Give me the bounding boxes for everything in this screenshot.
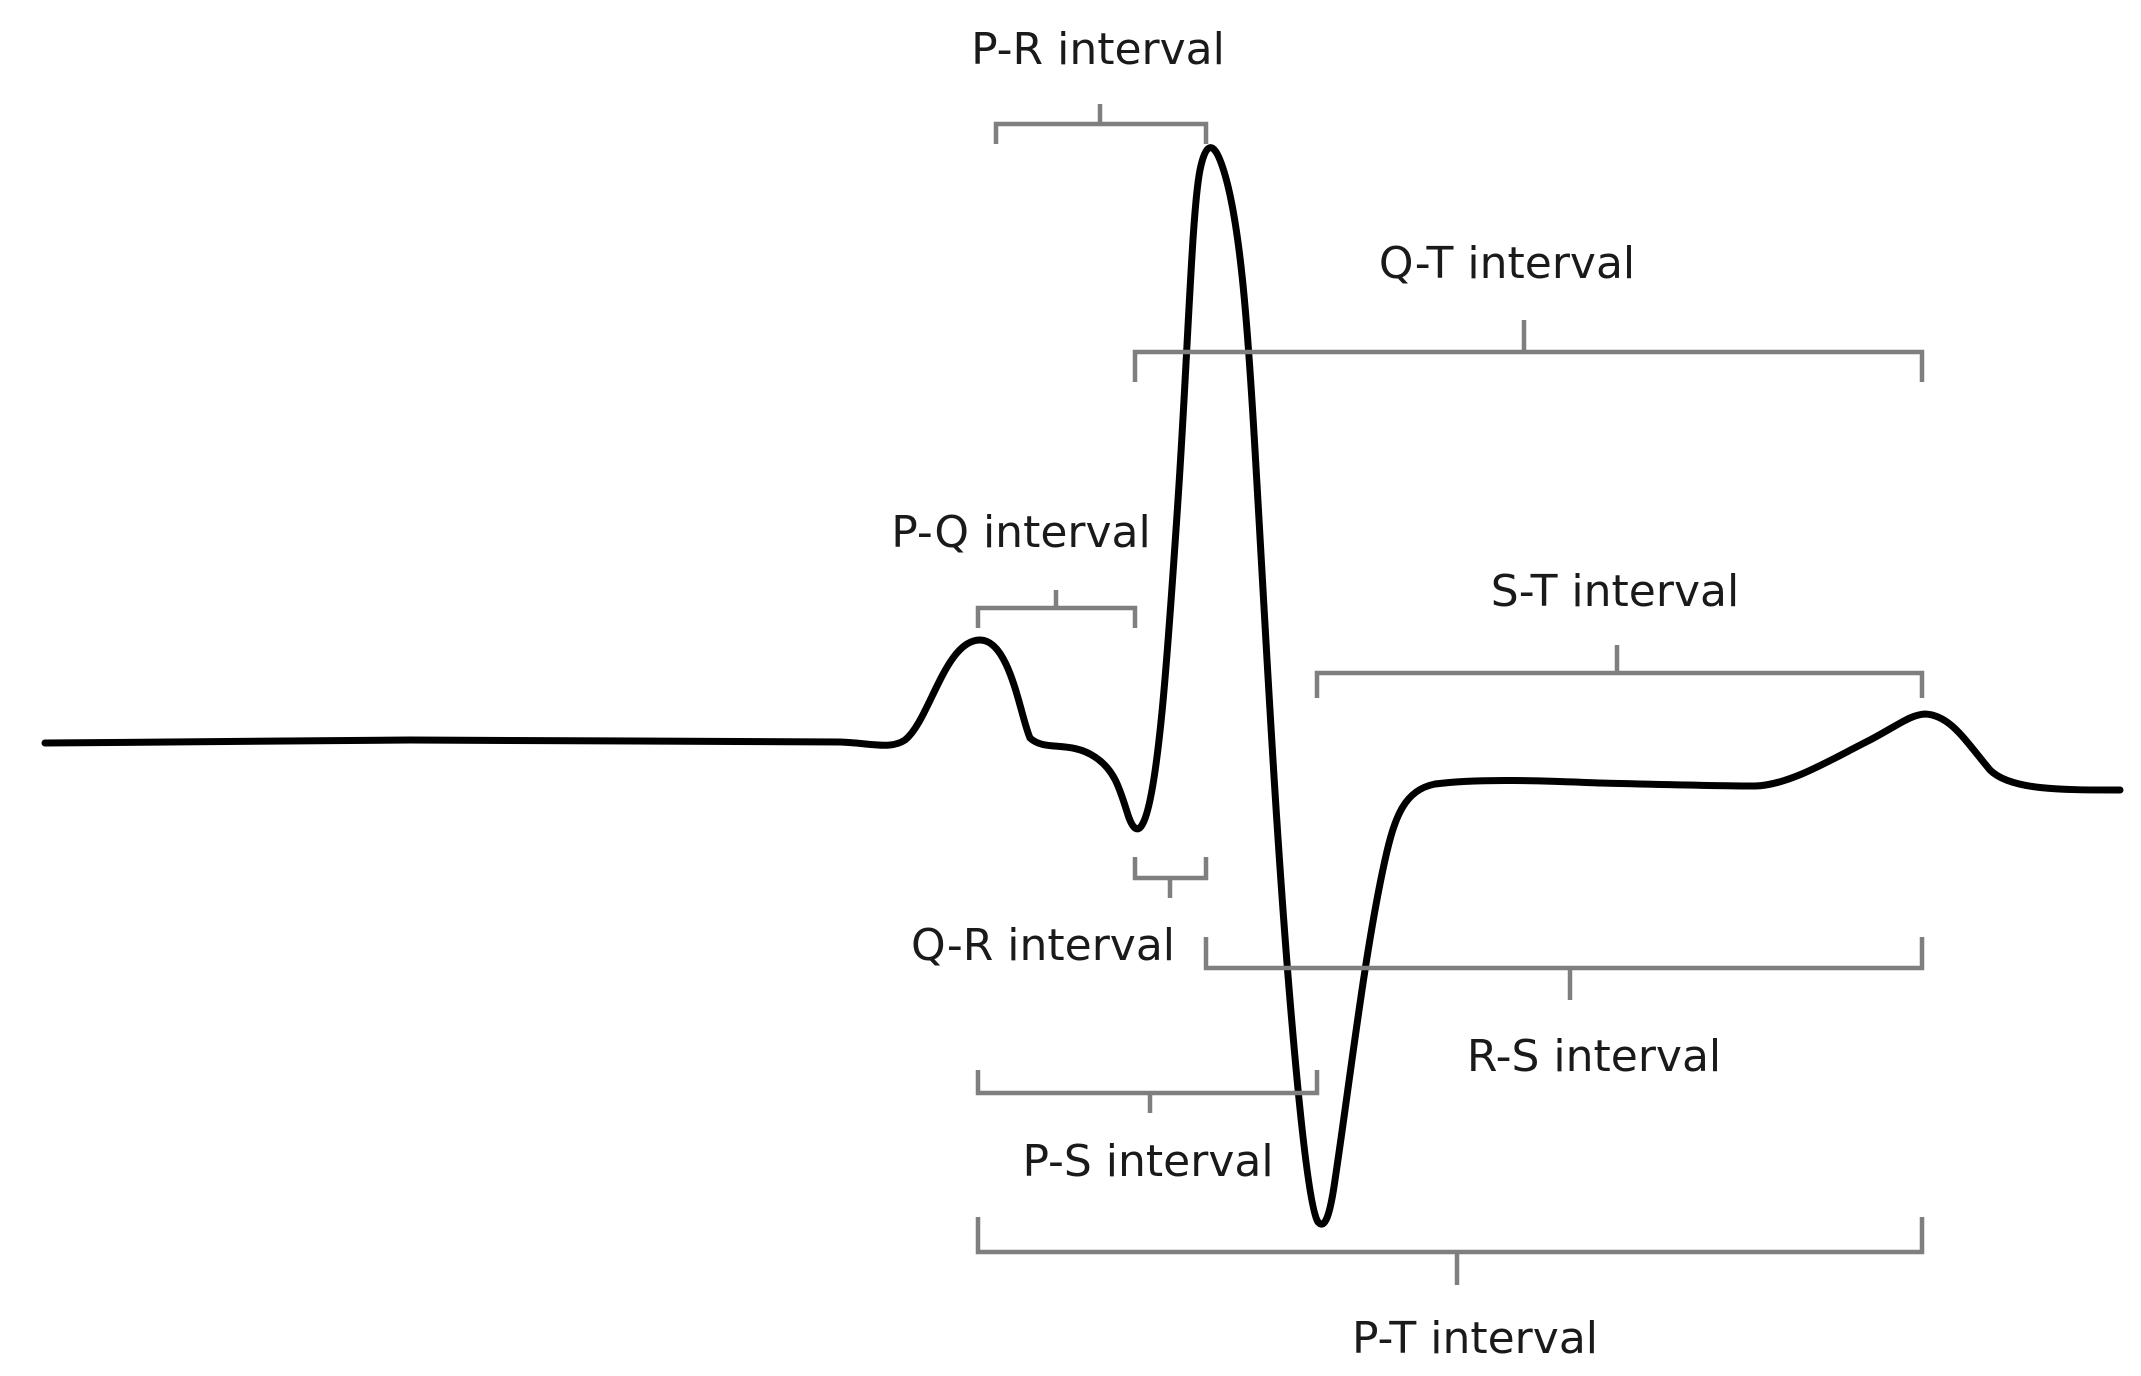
pr-interval-label: P-R interval [971, 24, 1225, 75]
pr-interval-bracket [993, 104, 1209, 144]
ps-interval-label: P-S interval [1022, 1136, 1273, 1187]
st-interval-bracket [1314, 645, 1925, 698]
qr-interval-label: Q-R interval [911, 920, 1175, 971]
qr-interval-bracket [1132, 857, 1209, 898]
qt-interval-bracket [1132, 320, 1925, 382]
pt-interval-bracket [975, 1217, 1925, 1285]
rs-interval-label: R-S interval [1467, 1031, 1721, 1082]
rs-interval-bracket [1203, 937, 1925, 1000]
pq-interval-label: P-Q interval [891, 507, 1150, 558]
st-interval-label: S-T interval [1491, 566, 1739, 617]
ecg-waveform [41, 144, 2124, 1228]
qt-interval-label: Q-T interval [1379, 238, 1635, 289]
ps-interval-bracket [975, 1070, 1320, 1113]
pt-interval-label: P-T interval [1352, 1313, 1598, 1364]
pq-interval-bracket [975, 590, 1138, 628]
